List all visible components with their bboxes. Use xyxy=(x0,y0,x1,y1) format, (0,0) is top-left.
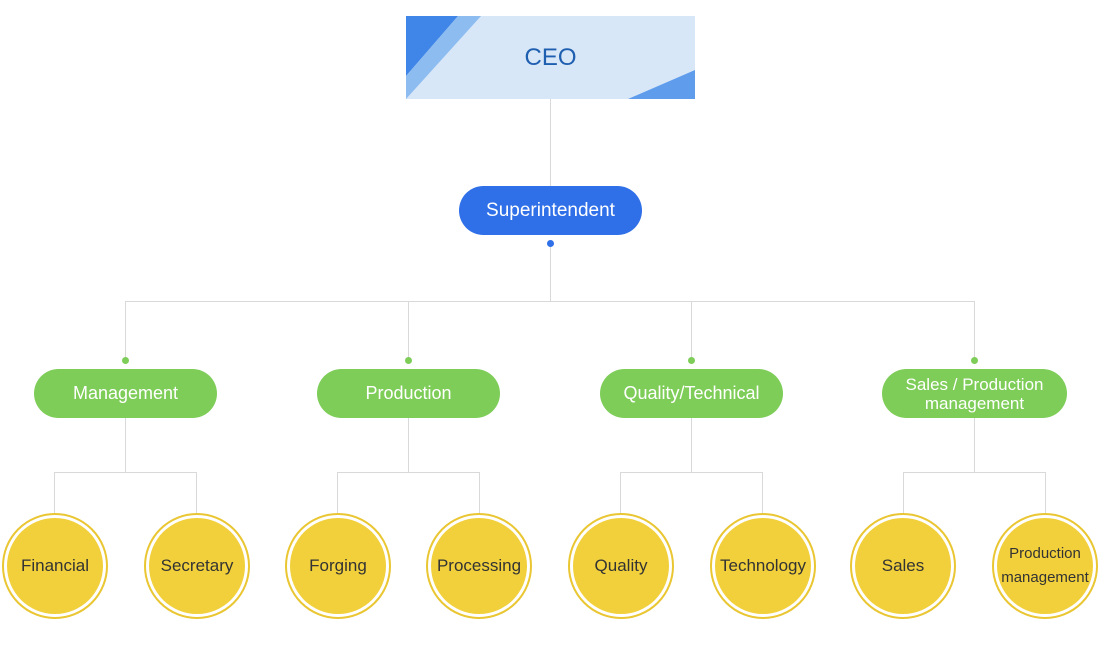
unit-label: Secretary xyxy=(149,518,245,614)
department-production: Production xyxy=(317,369,500,418)
unit-processing: Processing xyxy=(426,513,532,619)
department-sales-production-management: Sales / Production management xyxy=(882,369,1067,418)
department-management: Management xyxy=(34,369,217,418)
superintendent-node: Superintendent xyxy=(459,186,642,235)
unit-production-management: Production management xyxy=(992,513,1098,619)
ceo-background-decoration xyxy=(406,16,695,99)
department-connector-dot xyxy=(122,357,129,364)
unit-label: Forging xyxy=(290,518,386,614)
unit-sales: Sales xyxy=(850,513,956,619)
ceo-box: CEO xyxy=(406,16,695,99)
department-connector-dot xyxy=(971,357,978,364)
unit-label: Production management xyxy=(997,518,1093,614)
department-connector-dot xyxy=(405,357,412,364)
unit-label: Technology xyxy=(715,518,811,614)
unit-quality: Quality xyxy=(568,513,674,619)
unit-forging: Forging xyxy=(285,513,391,619)
superintendent-connector-dot xyxy=(547,240,554,247)
unit-label: Sales xyxy=(855,518,951,614)
unit-financial: Financial xyxy=(2,513,108,619)
unit-technology: Technology xyxy=(710,513,816,619)
ceo-label: CEO xyxy=(524,43,577,71)
unit-label: Financial xyxy=(7,518,103,614)
unit-label: Quality xyxy=(573,518,669,614)
unit-secretary: Secretary xyxy=(144,513,250,619)
department-connector-dot xyxy=(688,357,695,364)
unit-label: Processing xyxy=(431,518,527,614)
department-quality-technical: Quality/Technical xyxy=(600,369,783,418)
